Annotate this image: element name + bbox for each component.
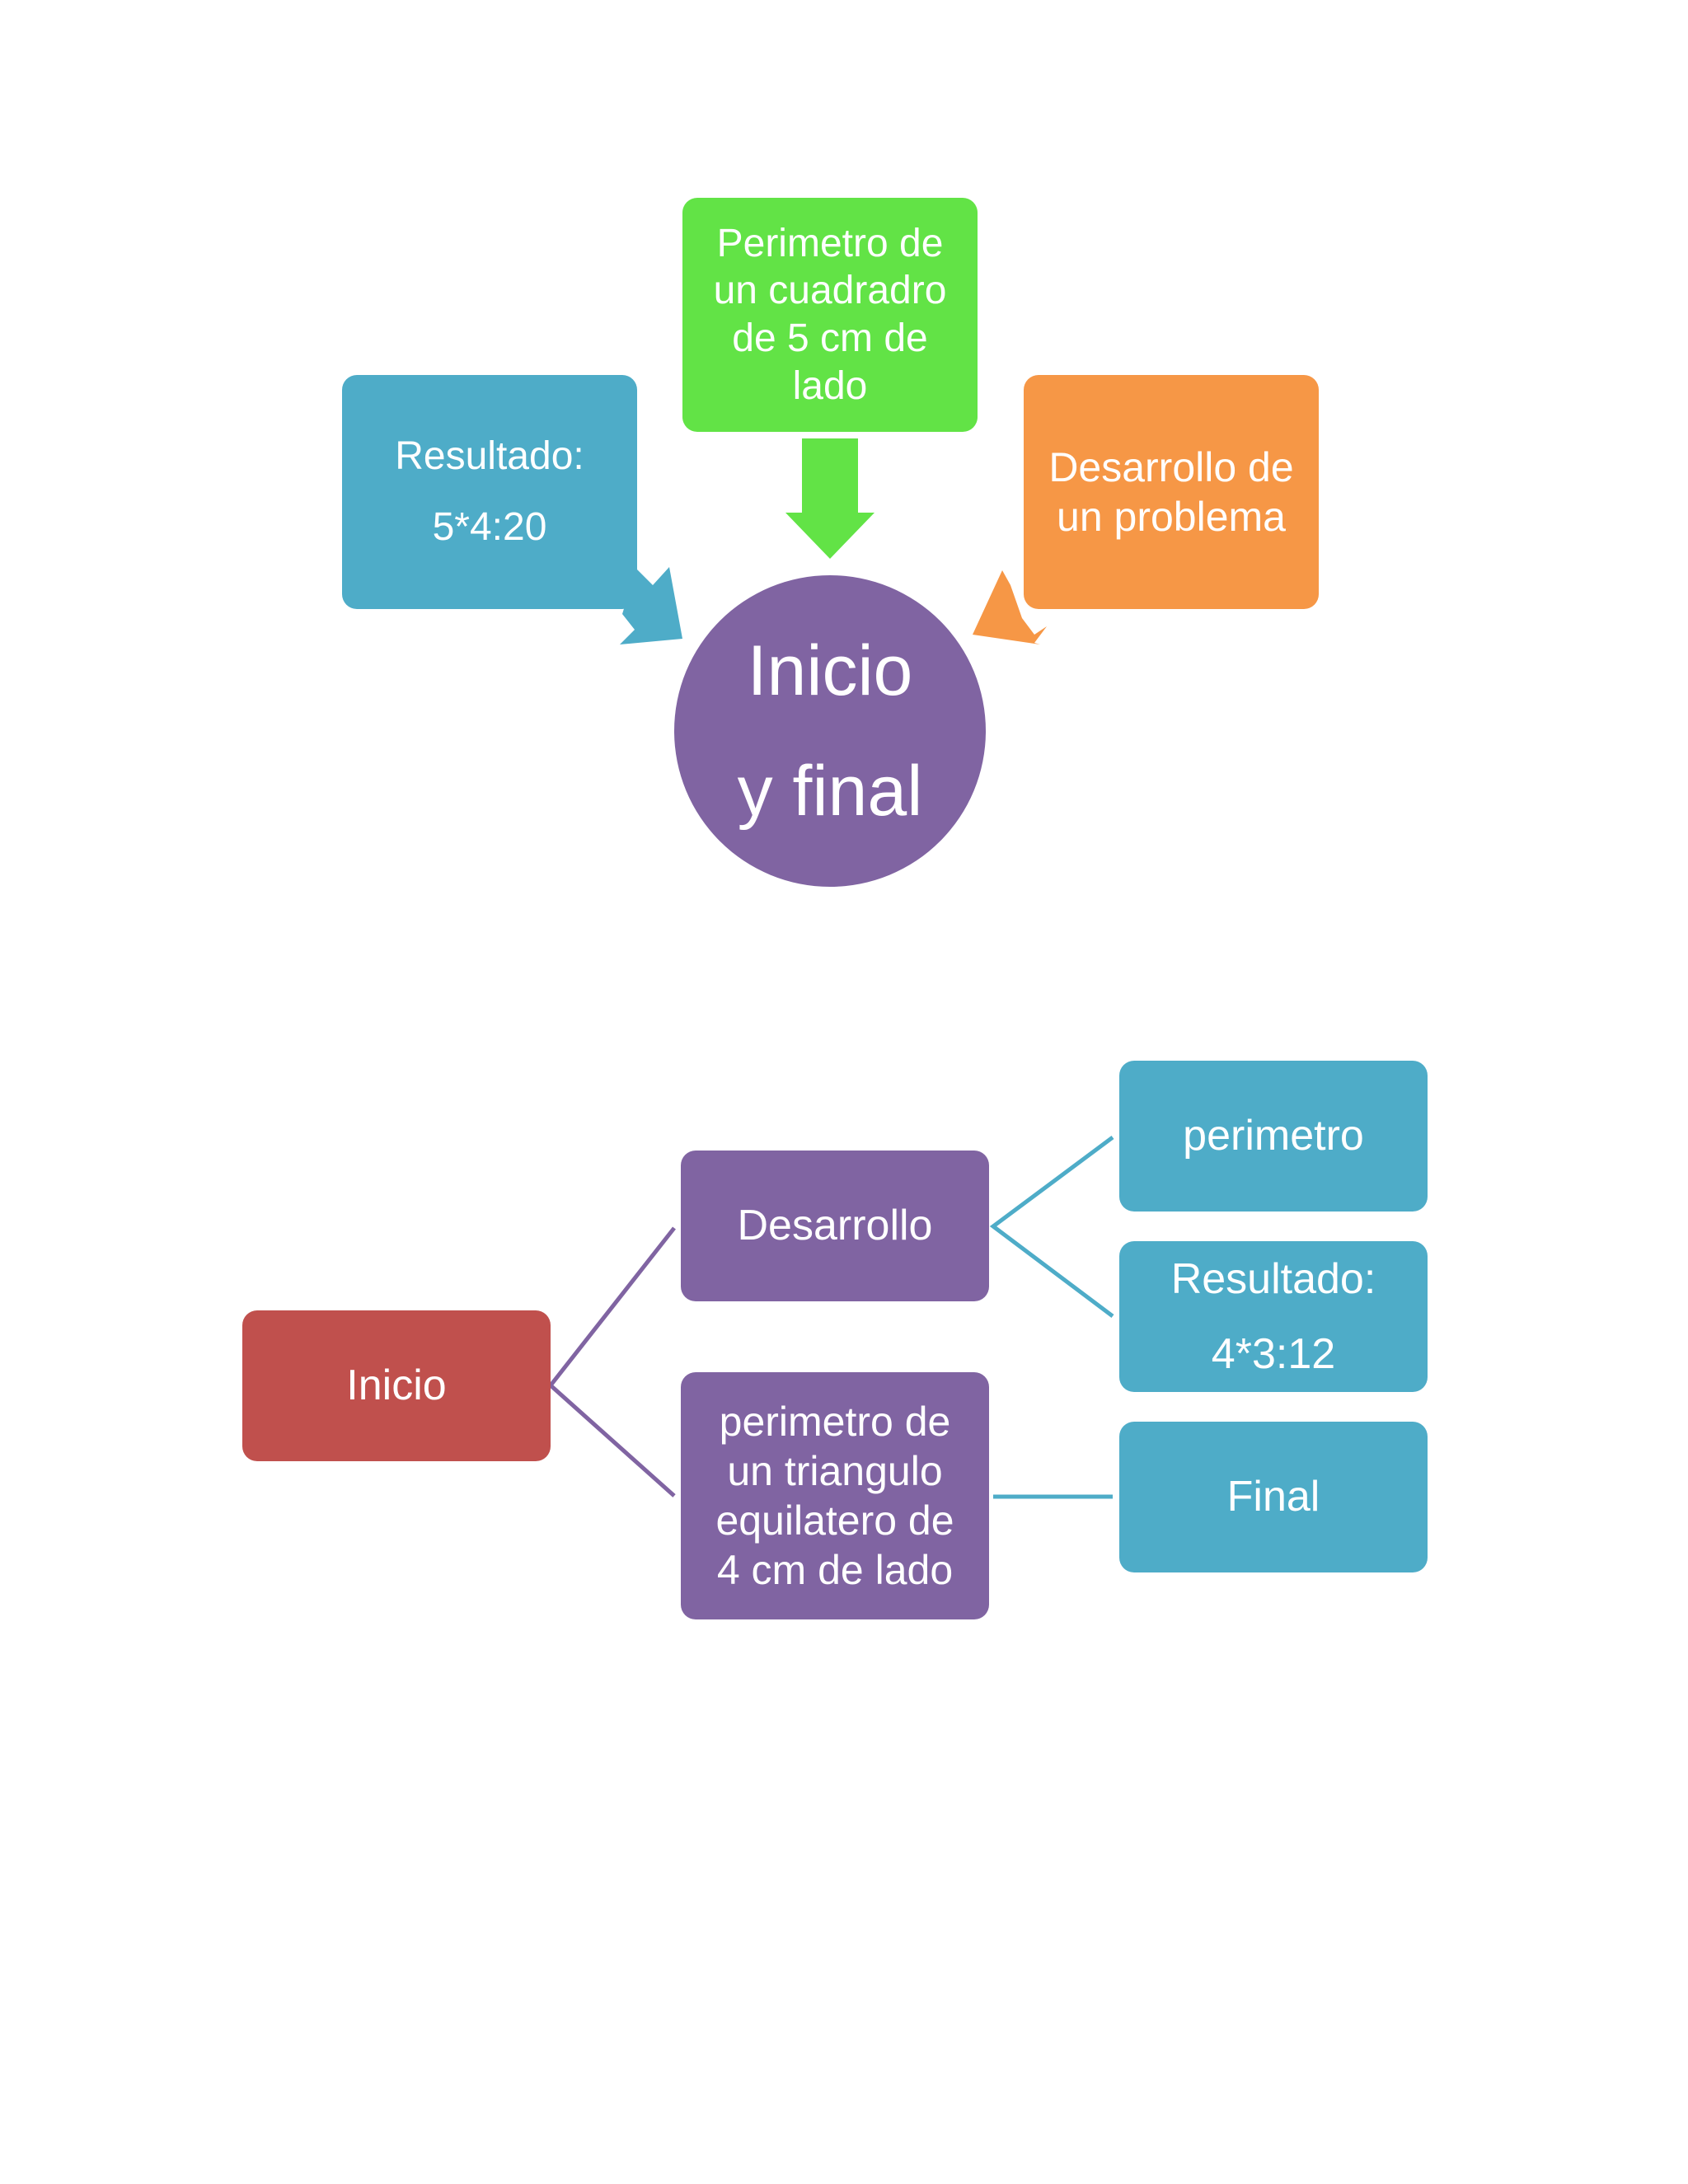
node-label: Inicio y final xyxy=(737,630,923,831)
node-final: Final xyxy=(1119,1422,1428,1572)
node-resultado-4x3: Resultado: 4*3:12 xyxy=(1119,1241,1428,1392)
node-label: Desarrollo xyxy=(737,1202,933,1250)
node-label: Perimetro de un cuadradro de 5 cm de lad… xyxy=(713,221,947,408)
node-label: Desarrollo de un problema xyxy=(1048,444,1294,540)
connector-desarrollo-perimetro xyxy=(989,1135,1114,1318)
node-perimetro-cuadrado: Perimetro de un cuadradro de 5 cm de lad… xyxy=(682,198,978,432)
node-perimetro: perimetro xyxy=(1119,1061,1428,1212)
node-label: perimetro xyxy=(1183,1112,1364,1160)
node-desarrollo: Desarrollo xyxy=(681,1151,989,1301)
connector-inicio-triangulo xyxy=(549,1384,676,1497)
node-label: perimetro de un triangulo equilatero de … xyxy=(715,1399,954,1593)
node-label: Resultado: 5*4:20 xyxy=(395,434,584,549)
node-label: Resultado: 4*3:12 xyxy=(1170,1254,1376,1378)
arrow-right-orange xyxy=(973,570,1047,644)
connector-inicio-desarrollo xyxy=(549,1226,676,1387)
node-resultado-5x4: Resultado: 5*4:20 xyxy=(342,375,637,609)
node-label: Inicio xyxy=(346,1361,447,1410)
node-perimetro-triangulo: perimetro de un triangulo equilatero de … xyxy=(681,1372,989,1619)
node-inicio: Inicio xyxy=(242,1310,551,1461)
node-label: Final xyxy=(1226,1473,1320,1521)
arrow-down-green xyxy=(785,438,874,559)
node-desarrollo-problema: Desarrollo de un problema xyxy=(1024,375,1319,609)
node-inicio-y-final: Inicio y final xyxy=(674,575,986,887)
